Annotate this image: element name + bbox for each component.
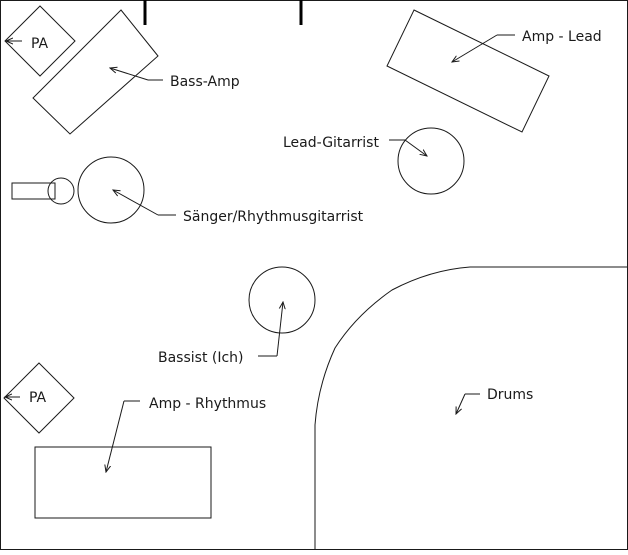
bassist: Bassist (Ich) xyxy=(158,266,316,366)
amp-lead-label: Amp - Lead xyxy=(522,29,602,45)
drums: Drums xyxy=(314,266,628,550)
bassist-label: Bassist (Ich) xyxy=(158,350,244,366)
amp-rhythm: Amp - Rhythmus xyxy=(34,396,266,519)
microphone-stand xyxy=(11,182,56,200)
amp-rhythm-label: Amp - Rhythmus xyxy=(149,396,266,412)
bass-amp: Bass-Amp xyxy=(32,9,240,135)
bass-amp-label: Bass-Amp xyxy=(170,74,240,90)
singer-label: Sänger/Rhythmusgitarrist xyxy=(183,209,364,225)
pa-speaker-bottom: PA xyxy=(3,362,75,434)
amp-lead: Amp - Lead xyxy=(386,9,602,133)
pa-top-label: PA xyxy=(31,36,49,52)
drums-label: Drums xyxy=(487,387,533,403)
lead-guitarist: Lead-Gitarrist xyxy=(283,127,465,195)
singer-rhythm-guitarist: Sänger/Rhythmusgitarrist xyxy=(11,156,364,225)
pa-bottom-label: PA xyxy=(29,390,47,406)
lead-guitarist-label: Lead-Gitarrist xyxy=(283,135,379,151)
microphone xyxy=(47,177,75,205)
pa-speaker-top: PA xyxy=(4,5,76,77)
